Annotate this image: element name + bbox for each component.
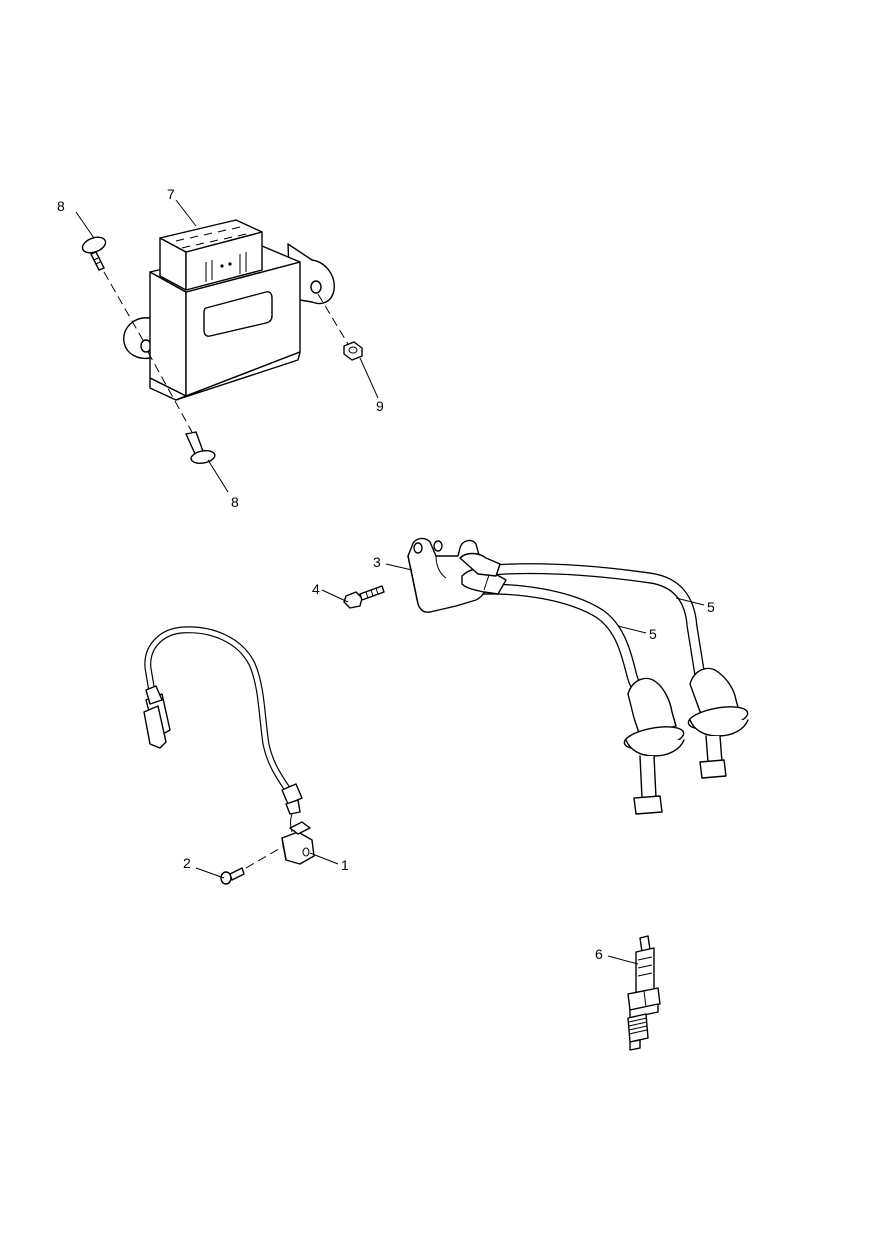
- callout-9: 9: [376, 398, 384, 414]
- ignition-control-module: [123, 219, 335, 401]
- callout-5-lower: 5: [649, 626, 657, 642]
- callout-7: 7: [167, 186, 175, 202]
- callout-3: 3: [373, 554, 381, 570]
- callout-2: 2: [183, 855, 191, 871]
- callout-8-upper: 8: [57, 198, 65, 214]
- sensor-screw: [220, 867, 245, 885]
- callout-8-lower: 8: [231, 494, 239, 510]
- spark-plug-cap-front: [623, 677, 685, 815]
- callout-1: 1: [341, 857, 349, 873]
- connector-pins: [175, 226, 247, 249]
- assembly-line-sensor-screw: [245, 845, 285, 869]
- mounting-bolt-lower: [185, 431, 216, 464]
- assembly-line-lower-bolt: [147, 351, 193, 433]
- coil-bolt: [343, 585, 385, 609]
- callout-4: 4: [312, 581, 320, 597]
- hex-nut: [343, 341, 363, 361]
- mounting-bolt-upper: [81, 236, 107, 271]
- spark-plug-cap-rear: [687, 667, 749, 779]
- callout-5-upper: 5: [707, 599, 715, 615]
- ignition-coil: [407, 537, 730, 710]
- spark-plug: [627, 935, 661, 1051]
- assembly-line-nut: [317, 293, 349, 345]
- callout-6: 6: [595, 946, 603, 962]
- pickup-sensor-harness: [143, 626, 315, 865]
